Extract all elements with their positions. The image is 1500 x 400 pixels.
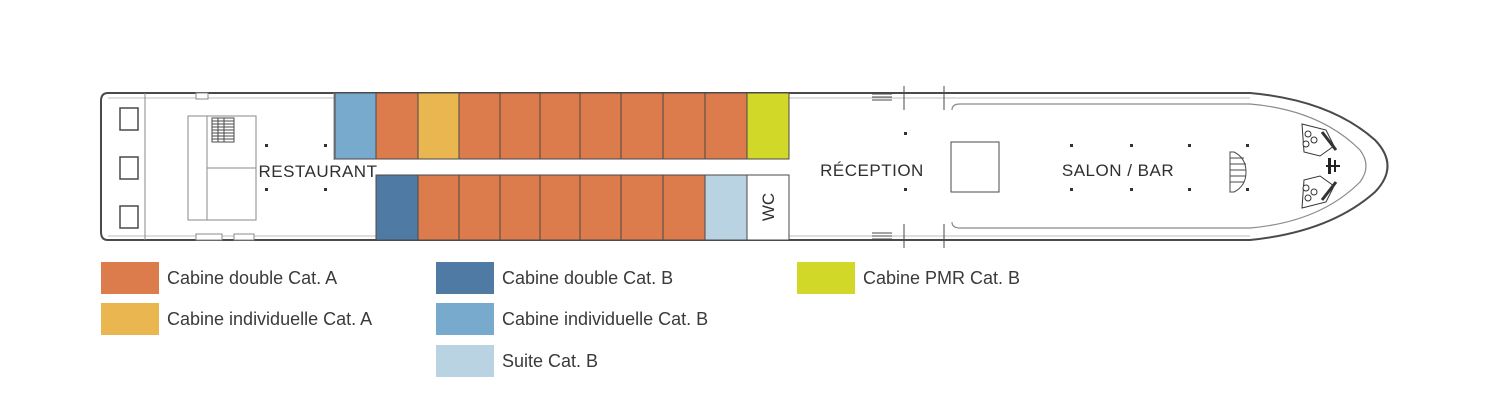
cabins-bottom-row bbox=[375, 174, 790, 241]
legend-swatch-suite-b bbox=[436, 345, 494, 377]
cabin-bottom-6 bbox=[579, 174, 622, 241]
gangway-top bbox=[872, 86, 945, 110]
bow-seating-icon bbox=[1301, 123, 1338, 209]
cabin-top-8 bbox=[620, 92, 664, 160]
cabin-top-5 bbox=[499, 92, 541, 160]
hatch-bottom-2 bbox=[233, 233, 255, 241]
legend-pmr-b: Cabine PMR Cat. B bbox=[797, 262, 1020, 294]
bow-winch-icon bbox=[1326, 158, 1340, 174]
cabin-bottom-7 bbox=[620, 174, 664, 241]
legend-label-single-b: Cabine individuelle Cat. B bbox=[502, 308, 709, 329]
salon-column-dots bbox=[1070, 144, 1249, 191]
legend-swatch-double-b bbox=[436, 262, 494, 294]
wc-label: WC bbox=[759, 193, 778, 221]
cabin-bottom-4 bbox=[499, 174, 541, 241]
legend-label-single-a: Cabine individuelle Cat. A bbox=[167, 308, 373, 329]
restaurant-label: RESTAURANT bbox=[259, 162, 378, 181]
stern-window-2 bbox=[119, 156, 139, 180]
cabin-top-10 bbox=[704, 92, 748, 160]
stern-window-3 bbox=[119, 205, 139, 229]
legend-single-a: Cabine individuelle Cat. A bbox=[101, 303, 372, 335]
cabin-bottom-1 bbox=[375, 174, 419, 241]
legend-swatch-pmr-b bbox=[797, 262, 855, 294]
cabin-top-4 bbox=[458, 92, 501, 160]
wc-room bbox=[746, 174, 790, 241]
cabin-top-7 bbox=[579, 92, 622, 160]
legend-single-b: Cabine individuelle Cat. B bbox=[436, 303, 708, 335]
stern-window-1 bbox=[119, 107, 139, 131]
cabin-bottom-3 bbox=[458, 174, 501, 241]
cabin-top-3 bbox=[417, 92, 460, 160]
restaurant-column-dots bbox=[265, 144, 327, 191]
cabin-top-6 bbox=[539, 92, 581, 160]
legend-label-double-b: Cabine double Cat. B bbox=[502, 267, 674, 288]
cabin-top-2 bbox=[375, 92, 419, 160]
cabin-top-9 bbox=[662, 92, 706, 160]
legend-label-double-a: Cabine double Cat. A bbox=[167, 267, 338, 288]
reception-column-dots bbox=[904, 132, 907, 191]
reception-label: RÉCEPTION bbox=[820, 161, 924, 180]
reception-desk bbox=[950, 141, 1000, 193]
cabin-top-11 bbox=[746, 92, 790, 160]
legend-swatch-single-b bbox=[436, 303, 494, 335]
legend-label-suite-b: Suite Cat. B bbox=[502, 350, 599, 371]
cabin-bottom-8 bbox=[662, 174, 706, 241]
cabin-bottom-2 bbox=[417, 174, 460, 241]
hatch-bottom-1 bbox=[195, 233, 223, 241]
legend-swatch-single-a bbox=[101, 303, 159, 335]
legend-swatch-double-a bbox=[101, 262, 159, 294]
cabin-bottom-5 bbox=[539, 174, 581, 241]
legend-double-b: Cabine double Cat. B bbox=[436, 262, 673, 294]
hatch-top bbox=[195, 92, 209, 100]
legend-suite-b: Suite Cat. B bbox=[436, 345, 598, 377]
salon-bar-label: SALON / BAR bbox=[1062, 161, 1174, 180]
cabins-top-row bbox=[334, 92, 790, 160]
salon-outline bbox=[951, 103, 1367, 229]
bar-counter-icon bbox=[1229, 151, 1247, 193]
legend-label-pmr-b: Cabine PMR Cat. B bbox=[863, 267, 1021, 288]
legend-double-a: Cabine double Cat. A bbox=[101, 262, 337, 294]
gangway-bottom bbox=[872, 224, 945, 248]
cabin-top-1 bbox=[334, 92, 377, 160]
cabin-bottom-9 bbox=[704, 174, 748, 241]
staircase-icon bbox=[211, 117, 235, 143]
